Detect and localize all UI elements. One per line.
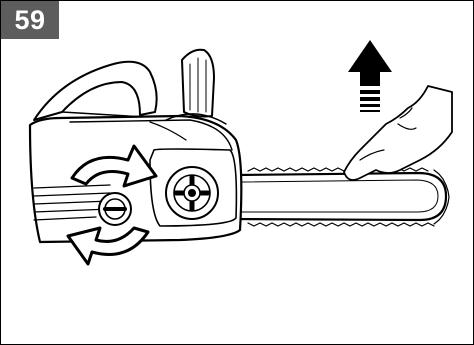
lift-up-arrow-icon bbox=[348, 40, 392, 112]
guide-bar bbox=[236, 173, 446, 220]
tension-knob-small bbox=[99, 193, 131, 225]
tension-knob-large bbox=[166, 167, 218, 219]
